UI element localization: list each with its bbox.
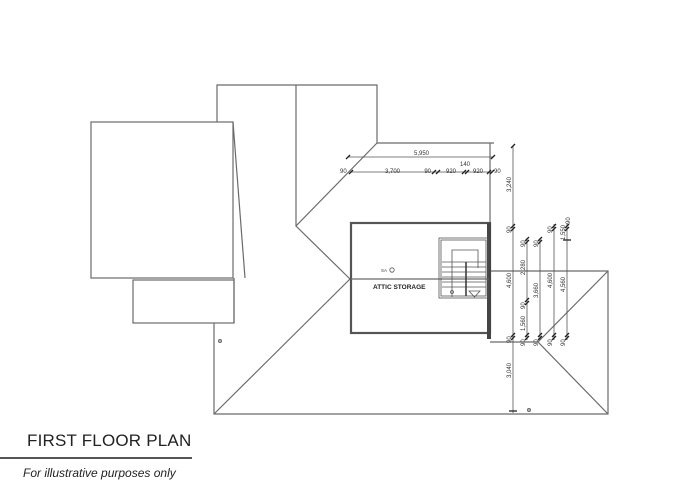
staircase	[438, 237, 489, 299]
dim-right: 1,560	[521, 315, 527, 331]
dim-right: 90	[561, 339, 567, 346]
dim-right: 4,600	[507, 272, 513, 288]
dim-right: 90	[521, 240, 527, 247]
right-dimension-col4: 90 4,600 90	[548, 223, 557, 346]
dim-top-seg: 90	[494, 169, 501, 175]
top-dimension-segments: 90 3,700 90 920 140 920 90	[340, 162, 501, 175]
right-dimension-col3: 90 3,660 90	[534, 236, 543, 346]
room-tag: SA	[381, 268, 387, 273]
hip-line-lower-left	[213, 278, 351, 415]
dim-top-seg: 3,700	[385, 169, 401, 175]
dim-right: 90	[507, 226, 513, 233]
dim-right: 90	[534, 240, 540, 247]
top-dimension-overall: 5,950	[345, 151, 496, 160]
dim-right: 1,550	[561, 224, 567, 240]
plan-title: FIRST FLOOR PLAN	[27, 431, 192, 450]
left-block-slope-edge	[232, 121, 246, 279]
upper-roof-outline	[216, 84, 494, 144]
dim-right: 90	[534, 339, 540, 346]
left-lower-block	[132, 279, 235, 324]
dim-right: 2,280	[521, 259, 527, 275]
dim-top-seg: 140	[460, 162, 471, 168]
plan-disclaimer: For illustrative purposes only	[23, 466, 176, 480]
dim-top-seg: 90	[424, 169, 431, 175]
right-dimension-col2: 90 2,280 90 1,560 90	[521, 236, 530, 346]
attic-storage-room	[349, 221, 492, 335]
dim-top-overall: 5,950	[414, 151, 430, 157]
dim-top-seg: 920	[473, 169, 484, 175]
dim-right: 4,560	[561, 276, 567, 292]
dim-right: 4,600	[548, 272, 554, 288]
hip-line-upper	[295, 142, 378, 280]
dim-right: 3,240	[507, 176, 513, 192]
stair-wall	[487, 223, 491, 339]
dim-right: 90	[548, 226, 554, 233]
title-underline	[0, 457, 192, 459]
marker-dot	[526, 408, 531, 413]
room-label: ATTIC STORAGE	[373, 284, 426, 291]
dim-right: 90	[566, 217, 572, 224]
dim-right: 3,660	[534, 282, 540, 298]
right-dimension-col5: 90 1,550 4,560 90	[561, 217, 572, 346]
room-tag-marker	[389, 267, 395, 273]
dim-right: 3,040	[507, 362, 513, 378]
dim-right: 90	[521, 339, 527, 346]
dim-right: 90	[507, 336, 513, 343]
marker-dot	[218, 339, 223, 344]
right-dimension-col1: 3,240 90 4,600 90 3,040	[507, 143, 517, 413]
dim-right: 90	[548, 339, 554, 346]
dim-top-seg: 90	[340, 169, 347, 175]
dim-right: 90	[521, 302, 527, 309]
left-roof-block	[90, 121, 234, 279]
dim-top-seg: 920	[446, 169, 457, 175]
